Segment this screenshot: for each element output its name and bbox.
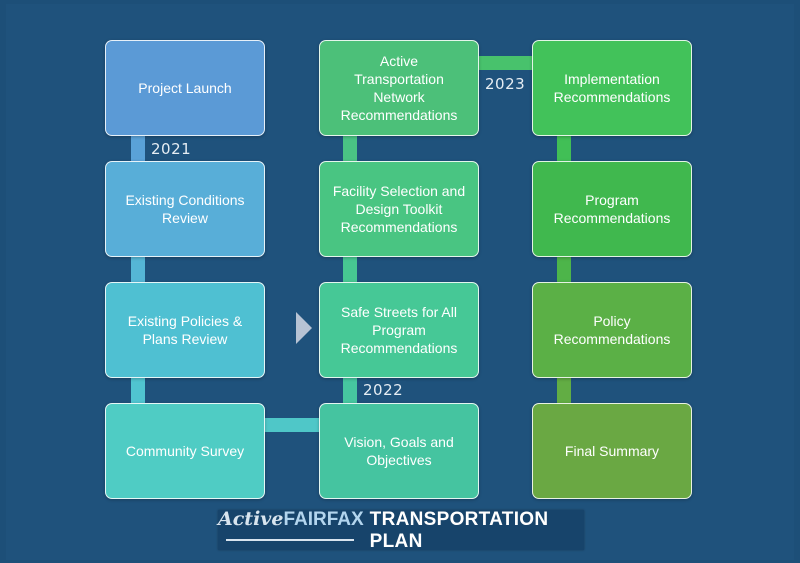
step-program-recommendations: Program Recommendations bbox=[532, 161, 692, 257]
step-policy-recommendations: Policy Recommendations bbox=[532, 282, 692, 378]
connector bbox=[131, 377, 145, 405]
logo-underline bbox=[226, 539, 354, 541]
step-facility-selection-toolkit: Facility Selection and Design Toolkit Re… bbox=[319, 161, 479, 257]
year-label-2023: 2023 bbox=[482, 75, 529, 93]
connector bbox=[263, 418, 323, 432]
year-label-2022: 2022 bbox=[360, 381, 407, 399]
logo-fairfax-text: FAIRFAX bbox=[283, 508, 364, 530]
connector bbox=[557, 256, 571, 284]
step-vision-goals-objectives: Vision, Goals and Objectives bbox=[319, 403, 479, 499]
connector bbox=[131, 256, 145, 284]
step-safe-streets-for-all: Safe Streets for All Program Recommendat… bbox=[319, 282, 479, 378]
connector bbox=[343, 136, 357, 164]
step-active-transportation-network: Active Transportation Network Recommenda… bbox=[319, 40, 479, 136]
step-community-survey: Community Survey bbox=[105, 403, 265, 499]
step-existing-policies-plans-review: Existing Policies & Plans Review bbox=[105, 282, 265, 378]
step-project-launch: Project Launch bbox=[105, 40, 265, 136]
connector bbox=[477, 56, 535, 70]
connector bbox=[131, 136, 145, 162]
step-implementation-recommendations: Implementation Recommendations bbox=[532, 40, 692, 136]
connector bbox=[557, 136, 571, 164]
connector bbox=[343, 256, 357, 284]
connector bbox=[557, 377, 571, 405]
flow-arrow-icon bbox=[296, 312, 312, 344]
year-label-2021: 2021 bbox=[148, 140, 195, 158]
logo-active-text: Active bbox=[218, 507, 284, 530]
step-final-summary: Final Summary bbox=[532, 403, 692, 499]
connector bbox=[343, 377, 357, 405]
logo-transportation-plan-text: TRANSPORTATION PLAN bbox=[369, 508, 549, 552]
step-existing-conditions-review: Existing Conditions Review bbox=[105, 161, 265, 257]
